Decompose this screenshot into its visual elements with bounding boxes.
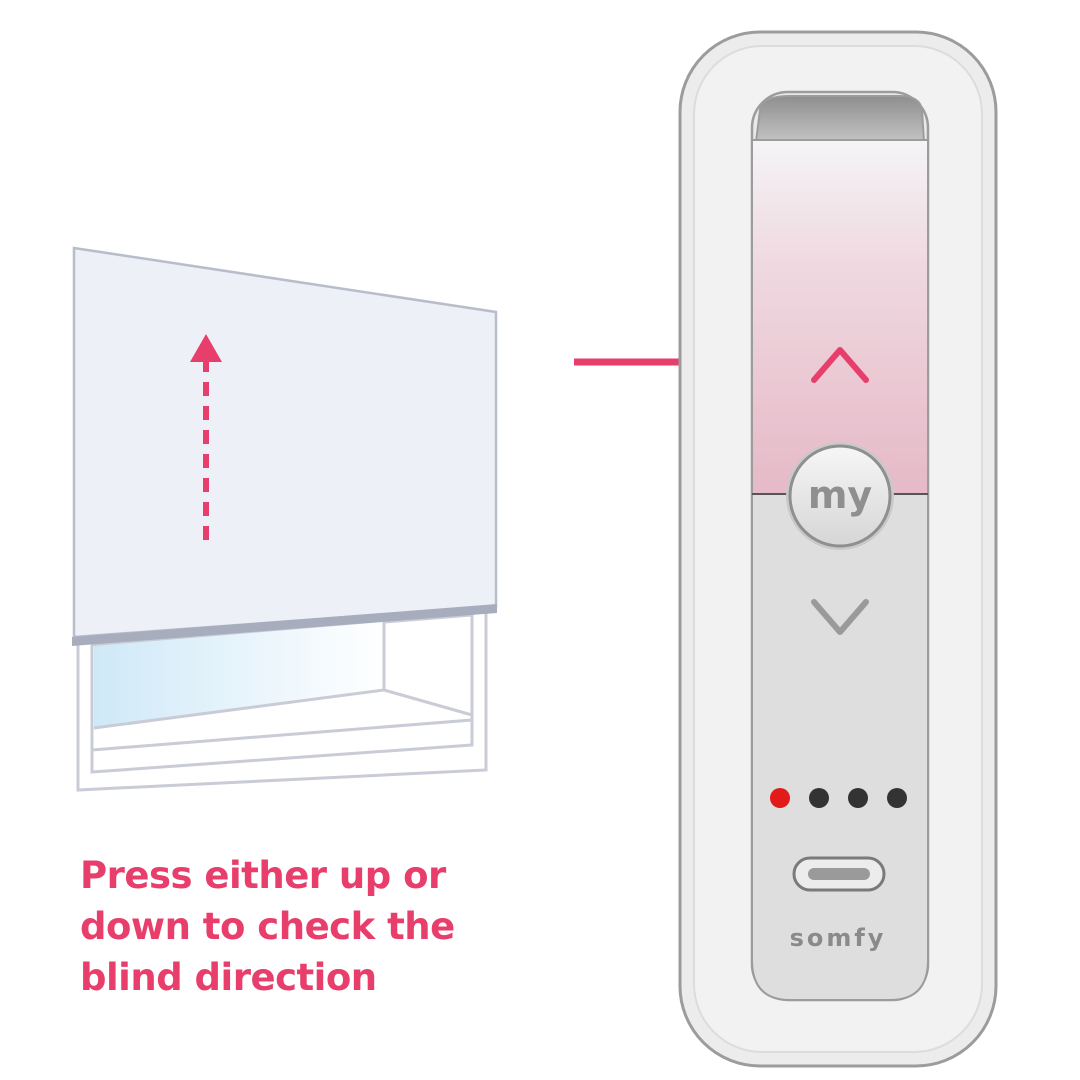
brand-logo-text: somfy — [790, 924, 887, 952]
instruction-line-2: down to check the — [80, 905, 455, 948]
led-4 — [887, 788, 907, 808]
my-button[interactable]: my — [786, 442, 894, 550]
channel-leds — [770, 788, 907, 808]
instruction-line-3: blind direction — [80, 956, 377, 999]
instruction-text: Press either up or down to check the bli… — [80, 850, 520, 1003]
keypad-upper — [751, 139, 929, 495]
my-button-label: my — [808, 473, 873, 517]
blind-up-arrow-icon — [190, 334, 222, 362]
instruction-line-1: Press either up or — [80, 854, 446, 897]
remote-top-slot — [754, 95, 926, 143]
window-recess-edge-3 — [93, 688, 385, 730]
roller-blind-fabric — [72, 246, 498, 639]
led-1-active — [770, 788, 790, 808]
led-3 — [848, 788, 868, 808]
window-illustration — [72, 246, 498, 792]
chevron-up-icon — [811, 347, 869, 383]
window-glass — [94, 622, 384, 728]
led-2 — [809, 788, 829, 808]
window-recess-edge-2 — [383, 688, 473, 717]
roller-blind-bottom-bar — [72, 604, 497, 646]
chevron-down-icon — [811, 599, 869, 635]
up-button[interactable] — [790, 320, 890, 410]
channel-selector-button[interactable] — [792, 856, 886, 892]
window-sill-line — [91, 718, 473, 752]
down-button[interactable] — [790, 580, 890, 650]
selector-slot-icon — [808, 868, 870, 880]
somfy-remote: my somfy — [678, 30, 998, 1068]
